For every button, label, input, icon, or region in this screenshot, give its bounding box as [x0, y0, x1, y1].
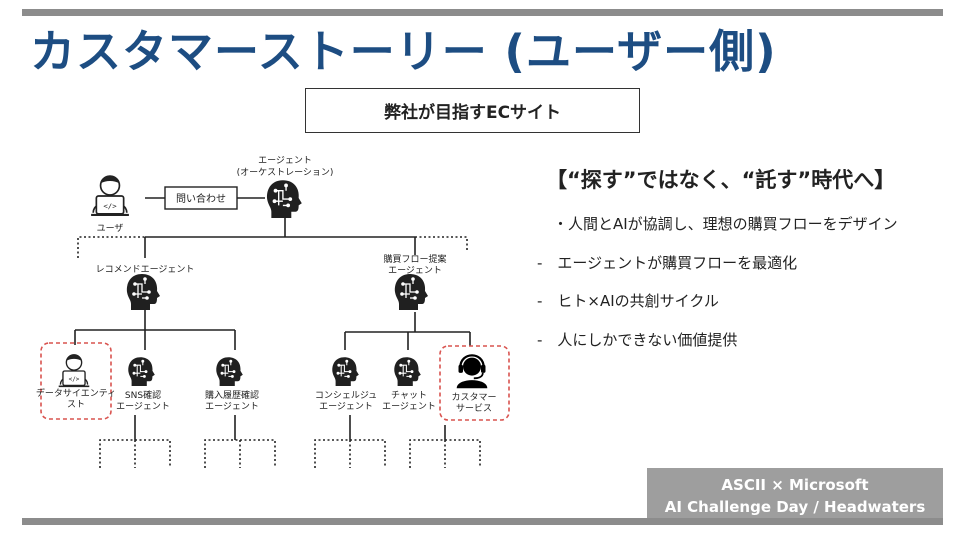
connector-lines: [74, 197, 471, 440]
inquiry-box: [164, 186, 238, 210]
footer-line-2: AI Challenge Day / Headwaters: [664, 497, 926, 516]
customer-service-icon: [455, 354, 489, 390]
purchase-flow-agent-icon: [394, 273, 429, 311]
page-title: カスタマーストーリー (ユーザー側): [30, 25, 777, 78]
data-scientist-label-2: スト: [67, 400, 85, 410]
sns-agent-icon: [127, 356, 156, 387]
purchase-flow-label-1: 購買フロー提案: [383, 253, 446, 265]
vision-heading: 【“探す”ではなく、“託す”時代へ】: [546, 168, 896, 192]
sns-agent-label-1: SNS確認: [125, 389, 161, 401]
subtitle-box: 弊社が目指すECサイト: [305, 88, 640, 133]
event-footer-badge: ASCII × Microsoft AI Challenge Day / Hea…: [647, 468, 943, 523]
vision-item-3: - ヒト×AIの共創サイクル: [537, 292, 719, 310]
user-label: ユーザ: [97, 223, 124, 234]
vision-item-2: - エージェントが購買フローを最適化: [537, 254, 798, 272]
data-scientist-icon: [57, 353, 91, 388]
orchestration-agent-icon: [266, 179, 303, 219]
data-scientist-label-1: データサイエンティ: [36, 387, 116, 399]
concierge-agent-icon: [331, 356, 360, 387]
customer-service-highlight: [439, 345, 510, 421]
chat-agent-label-1: チャット: [391, 390, 427, 401]
vision-item-4: - 人にしかできない価値提供: [537, 331, 738, 349]
purchase-flow-label-2: エージェント: [388, 266, 442, 276]
concierge-label-2: エージェント: [319, 402, 373, 412]
footer-line-1: ASCII × Microsoft: [721, 475, 869, 494]
customer-service-label-1: カスタマー: [451, 392, 496, 403]
sns-agent-label-2: エージェント: [116, 402, 170, 412]
purchase-history-label-1: 購入履歴確認: [205, 389, 259, 401]
orchestration-label-2: (オーケストレーション): [237, 167, 334, 178]
purchase-history-agent-icon: [215, 356, 244, 387]
vision-item-1: ・人間とAIが協調し、理想の購買フローをデザイン: [553, 215, 898, 233]
dotted-connectors: [77, 236, 481, 468]
purchase-history-label-2: エージェント: [205, 402, 259, 412]
bottom-rule: [22, 518, 943, 525]
user-icon: [90, 174, 130, 216]
recommend-agent-icon: [126, 273, 161, 311]
inquiry-label: 問い合わせ: [176, 192, 226, 205]
customer-service-label-2: サービス: [456, 403, 492, 414]
chat-agent-icon: [393, 356, 422, 387]
orchestration-label-1: エージェント: [258, 156, 312, 166]
recommend-agent-label: レコメンドエージェント: [96, 265, 195, 275]
concierge-label-1: コンシェルジュ: [315, 391, 377, 401]
top-rule: [22, 9, 943, 16]
chat-agent-label-2: エージェント: [382, 402, 436, 412]
